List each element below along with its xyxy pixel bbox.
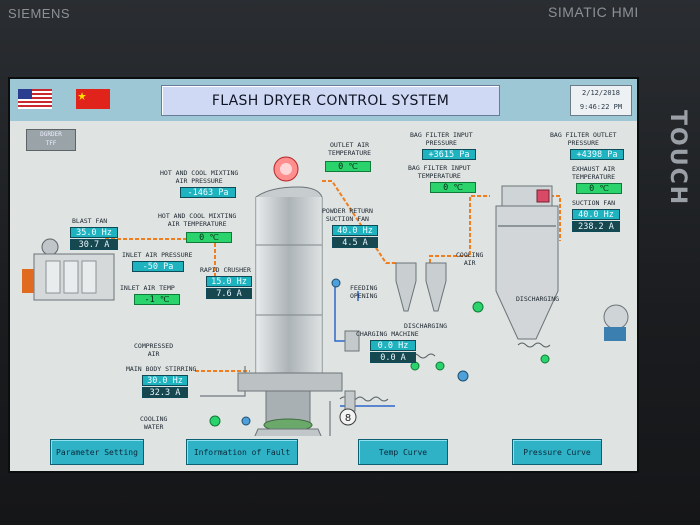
inlet-air-pressure-label: INLET AIR PRESSURE [122, 251, 193, 259]
mixing-air-temperature-value: 0 ℃ [186, 232, 232, 243]
svg-text:8: 8 [345, 413, 351, 424]
hmi-screen: FLASH DRYER CONTROL SYSTEM 2/12/2018 9:4… [8, 77, 639, 473]
time-text: 9:46:22 PM [579, 103, 623, 111]
datetime-box: 2/12/2018 9:46:22 PM [570, 85, 632, 116]
charging-machine-label: CHARGING MACHINE [356, 330, 419, 338]
charging-motor[interactable] [344, 330, 360, 412]
rotary-valve-icon [435, 361, 445, 371]
blast-fan-label: BLAST FAN [72, 217, 108, 225]
cooling-air-valve-icon [472, 301, 484, 313]
rotary-valve-icon [410, 361, 420, 371]
bag-filter-input-pressure-value: +3615 Pa [422, 149, 476, 160]
mixing-air-pressure-value: -1463 Pa [180, 187, 236, 198]
suction-fan-a-value: 238.2 A [572, 221, 620, 232]
usa-flag-icon[interactable] [18, 89, 52, 109]
charging-a-value: 0.0 A [370, 352, 416, 363]
suction-fan-label: SUCTION FAN [572, 199, 616, 207]
china-flag-icon[interactable] [76, 89, 110, 109]
inlet-air-pressure-value: -50 Pa [132, 261, 184, 272]
valve-icon [331, 278, 341, 288]
rapid-crusher-a-value: 7.6 A [206, 288, 252, 299]
pressure-curve-button[interactable]: Pressure Curve [512, 439, 602, 465]
flow-meter-icon: 8 [339, 408, 357, 426]
status-code-line: DGRDER [40, 131, 62, 138]
rapid-crusher-label: RAPID CRUSHER [200, 266, 251, 274]
title-bar: FLASH DRYER CONTROL SYSTEM 2/12/2018 9:4… [10, 79, 637, 121]
dryer-column [237, 186, 343, 436]
outlet-air-temperature-value: 0 ℃ [325, 161, 371, 172]
suction-fan-hz-value: 40.0 Hz [572, 209, 620, 220]
rotary-valve-icon [540, 354, 550, 364]
suction-fan[interactable] [603, 304, 629, 341]
bag-filter-input-temperature-value: 0 ℃ [430, 182, 476, 193]
exhaust-air-temperature-value: 0 ℃ [576, 183, 622, 194]
date-text: 2/12/2018 [582, 89, 620, 97]
inlet-air-temp-label: INLET AIR TEMP [120, 284, 175, 292]
valve-icon [241, 416, 251, 426]
main-body-stirring-a-value: 32.3 A [142, 387, 188, 398]
parameter-setting-button[interactable]: Parameter Setting [50, 439, 144, 465]
main-body-stirring-hz-value: 30.0 Hz [142, 375, 188, 386]
page-title: FLASH DRYER CONTROL SYSTEM [161, 85, 500, 116]
discharging-label-2: DISCHARGING [516, 295, 560, 303]
alarm-light-icon[interactable] [273, 156, 299, 182]
blast-fan-hz-value: 35.0 Hz [70, 227, 118, 238]
touch-label: TOUCH [665, 110, 690, 207]
status-code-box: DGRDER TFF [26, 129, 76, 151]
siemens-logo: SIEMENS [8, 6, 71, 21]
blast-fan[interactable] [22, 238, 115, 301]
inlet-air-temp-value: -1 ℃ [134, 294, 180, 305]
status-code-line: TFF [45, 140, 57, 147]
motor-icon [457, 370, 469, 382]
simatic-hmi-label: SIMATIC HMI [548, 4, 639, 20]
fault-info-button[interactable]: Information of Fault [186, 439, 298, 465]
bag-filter-outlet-pressure-value: +4398 Pa [570, 149, 624, 160]
powder-return-hz-value: 40.0 Hz [332, 225, 378, 236]
bag-filter [495, 185, 559, 340]
charging-hz-value: 0.0 Hz [370, 340, 416, 351]
main-body-stirring-label: MAIN BODY STIRRING [126, 365, 197, 373]
compressed-air-valve-icon [209, 415, 221, 427]
discharging-label-1: DISCHARGING [404, 322, 448, 330]
rapid-crusher-hz-value: 15.0 Hz [206, 276, 252, 287]
temp-curve-button[interactable]: Temp Curve [358, 439, 448, 465]
process-diagram: 8 [22, 156, 629, 436]
blast-fan-a-value: 30.7 A [70, 239, 118, 250]
powder-return-a-value: 4.5 A [332, 237, 378, 248]
cyclone-separators [395, 262, 447, 312]
